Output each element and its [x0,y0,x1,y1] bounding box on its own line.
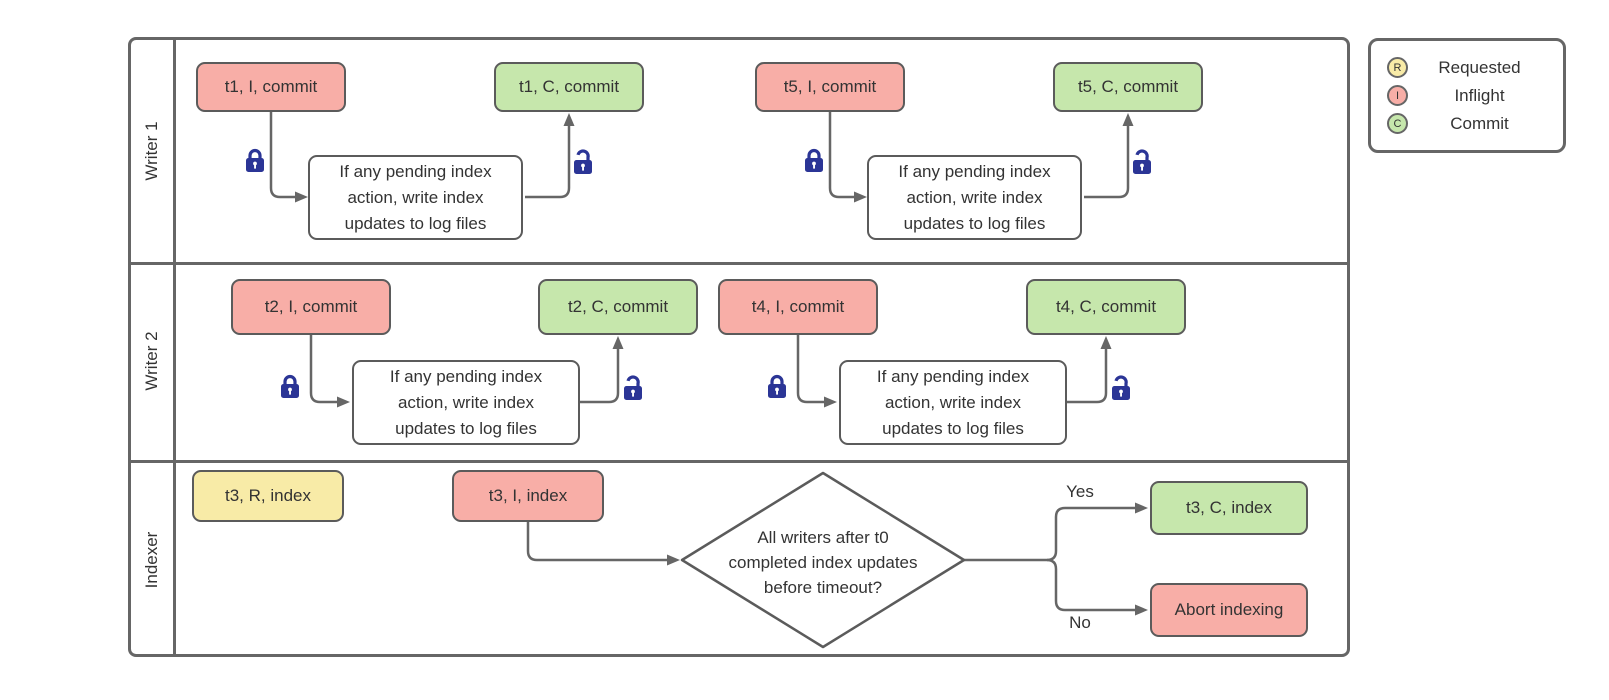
process-note: If any pending index action, write index… [839,360,1067,445]
legend-dot-letter: R [1393,61,1402,74]
state-label: t3, I, index [488,486,568,505]
lane-label-writer1: Writer 1 [142,121,161,181]
state-box-t1-inflight: t1, I, commit [196,62,346,112]
legend-label: Commit [1450,113,1509,133]
state-box-t5-inflight: t5, I, commit [755,62,905,112]
legend-dot-letter: C [1393,117,1402,130]
process-note-text: If any pending index action, write index… [898,161,1051,233]
lane-divider [131,262,1347,265]
state-box-t4-inflight: t4, I, commit [718,279,878,335]
state-box-t1-commit: t1, C, commit [494,62,644,112]
legend-item-commit: C Commit [1387,113,1551,134]
legend-item-requested: R Requested [1387,57,1551,78]
process-note-text: If any pending index action, write index… [876,366,1030,438]
legend-label: Requested [1438,57,1521,77]
state-label: t4, C, commit [1055,297,1157,316]
process-note-text: If any pending index action, write index… [339,161,492,233]
lane-divider [131,460,1347,463]
state-box-t3-requested: t3, R, index [192,470,344,522]
legend-dot-letter: I [1395,89,1400,102]
state-label: t3, C, index [1186,498,1272,517]
legend-item-inflight: I Inflight [1387,85,1551,106]
state-label: t5, C, commit [1077,77,1179,96]
state-box-abort-indexing: Abort indexing [1150,583,1308,637]
lane-label-divider [173,40,176,654]
branch-label-no: No [1069,613,1091,632]
state-box-t2-inflight: t2, I, commit [231,279,391,335]
state-box-t3-inflight: t3, I, index [452,470,604,522]
decision-text: All writers after t0 completed index upd… [728,528,918,597]
process-note: If any pending index action, write index… [867,155,1082,240]
state-box-t5-commit: t5, C, commit [1053,62,1203,112]
lane-label-writer2: Writer 2 [142,331,161,391]
state-label: t2, C, commit [567,297,669,316]
state-label: t1, C, commit [518,77,620,96]
state-box-t2-commit: t2, C, commit [538,279,698,335]
commit-state-icon: C [1387,113,1408,134]
requested-state-icon: R [1387,57,1408,78]
legend-label: Inflight [1454,85,1505,105]
state-box-t4-commit: t4, C, commit [1026,279,1186,335]
state-label: t3, R, index [225,486,311,505]
process-note-text: If any pending index action, write index… [389,366,543,438]
lane-label-indexer: Indexer [142,531,161,589]
legend: R Requested I Inflight C Commit [1368,38,1566,153]
state-label: t1, I, commit [224,77,318,96]
process-note: If any pending index action, write index… [352,360,580,445]
state-label: Abort indexing [1174,600,1284,619]
state-label: t5, I, commit [783,77,877,96]
state-label: t2, I, commit [264,297,358,316]
inflight-state-icon: I [1387,85,1408,106]
process-note: If any pending index action, write index… [308,155,523,240]
state-box-t3-commit: t3, C, index [1150,481,1308,535]
branch-label-yes: Yes [1066,482,1094,501]
state-label: t4, I, commit [751,297,845,316]
